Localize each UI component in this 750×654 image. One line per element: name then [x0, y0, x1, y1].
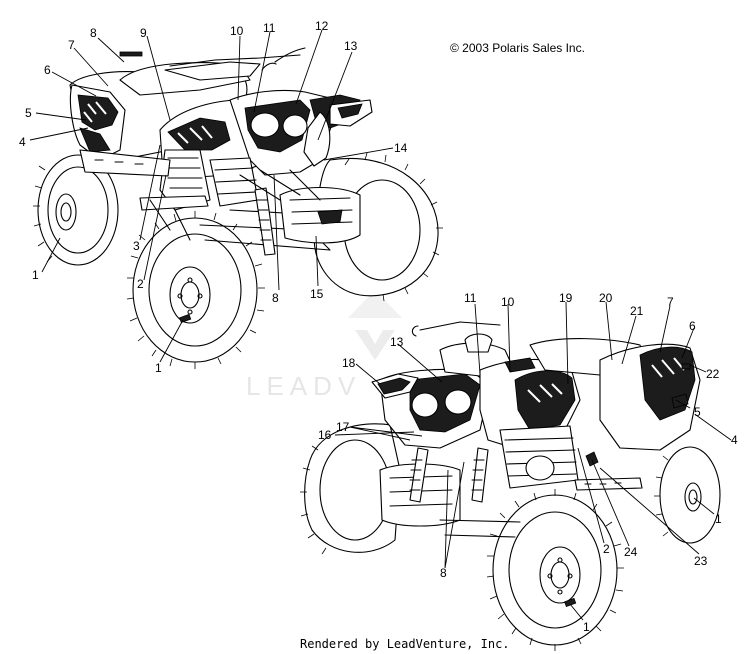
callout-top-2: 2: [137, 277, 144, 291]
callout-leaders-top: [29, 29, 394, 363]
wheel-front-right: [486, 489, 624, 651]
wheel-rear-left: [33, 154, 119, 266]
callout-bottom-10: 10: [501, 295, 515, 309]
callout-top-6: 6: [44, 63, 51, 77]
callout-bottom-16: 16: [318, 428, 332, 442]
callout-top-12: 12: [315, 19, 329, 33]
wheel-front-left: [126, 211, 265, 369]
callouts-bottom: 1 1 2 4 5 6 7 8 10 11 13 16 17 18 19 20 …: [318, 291, 738, 634]
callout-bottom-8: 8: [440, 566, 447, 580]
callout-leaders-bottom: [334, 301, 732, 621]
callout-bottom-11: 11: [464, 291, 477, 305]
callout-top-5: 5: [25, 106, 32, 120]
callout-bottom-4: 4: [731, 433, 738, 447]
callout-top-11: 11: [263, 21, 276, 35]
callout-top-4: 4: [19, 135, 26, 149]
copyright-text: © 2003 Polaris Sales Inc.: [450, 41, 585, 55]
atv-rear-view: [33, 47, 443, 369]
callout-bottom-1b: 1: [715, 512, 722, 526]
callout-bottom-7: 7: [667, 295, 674, 309]
callout-top-1a: 1: [32, 268, 39, 282]
callout-bottom-6: 6: [689, 319, 696, 333]
callout-top-13: 13: [344, 39, 358, 53]
callout-top-10: 10: [230, 24, 244, 38]
wheel-right-rear: [654, 446, 721, 544]
callout-bottom-20: 20: [599, 291, 613, 305]
callout-bottom-22: 22: [706, 367, 720, 381]
footer-credit: Rendered by LeadVenture, Inc.: [300, 637, 510, 651]
callout-top-7: 7: [68, 38, 75, 52]
wheel-left-rear: [300, 423, 401, 555]
atv-front-view: [300, 321, 721, 651]
callout-top-9: 9: [140, 26, 147, 40]
callout-bottom-13: 13: [390, 335, 404, 349]
callout-bottom-24: 24: [624, 545, 638, 559]
watermark-text: LEADV: [246, 371, 361, 401]
callout-top-1b: 1: [155, 361, 162, 375]
callout-top-15: 15: [310, 287, 324, 301]
callout-top-8a: 8: [90, 26, 97, 40]
callout-bottom-23: 23: [694, 554, 708, 568]
callout-bottom-21: 21: [630, 304, 644, 318]
callout-top-3: 3: [133, 239, 140, 253]
callout-bottom-1a: 1: [583, 620, 590, 634]
callout-bottom-17: 17: [336, 420, 350, 434]
callout-bottom-5: 5: [694, 405, 701, 419]
callout-bottom-19: 19: [559, 291, 573, 305]
leadventure-watermark: LEADV: [246, 290, 402, 401]
callout-bottom-2: 2: [603, 542, 610, 556]
callout-top-14: 14: [394, 141, 408, 155]
callout-top-8b: 8: [272, 291, 279, 305]
callouts-top: 1 1 2 3 4 5 6 7 8 9 10 11 12 13 14 8 15: [19, 19, 408, 375]
callout-bottom-18: 18: [342, 356, 356, 370]
